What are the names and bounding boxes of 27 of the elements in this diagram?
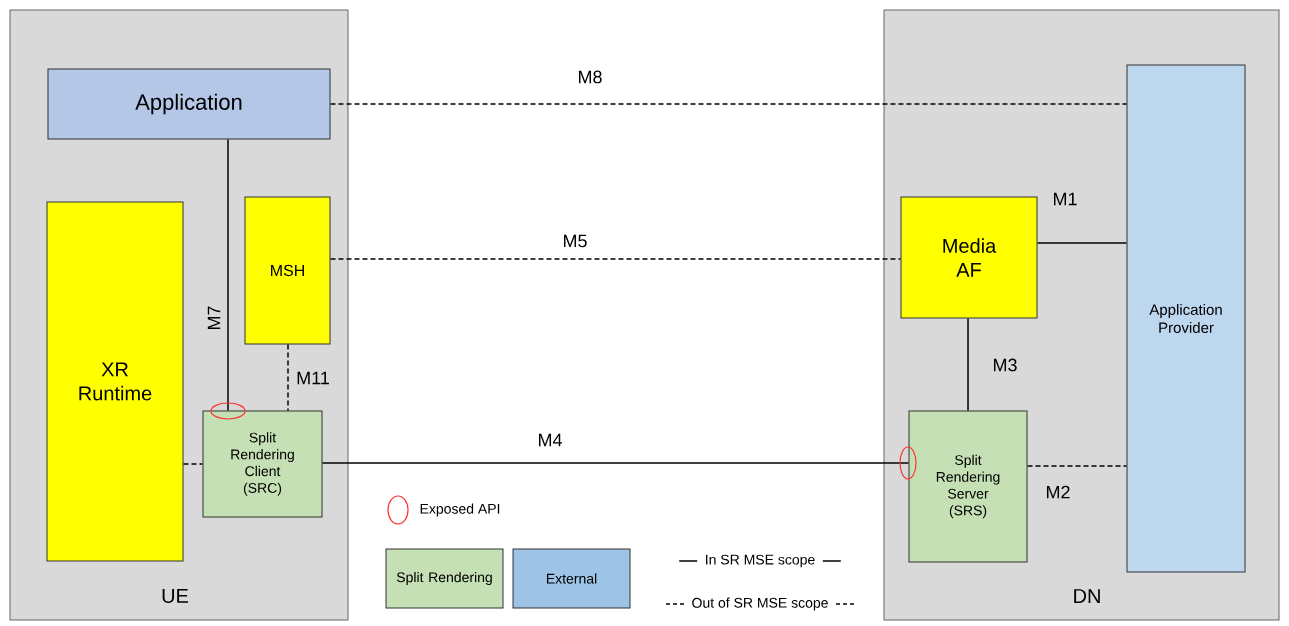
edge-label: M4 <box>539 433 562 447</box>
connector <box>321 462 910 464</box>
legend-label: Out of SR MSE scope <box>692 597 828 611</box>
connector <box>1036 242 1128 244</box>
process-box: XR Runtime <box>46 201 184 562</box>
connector <box>1026 465 1128 467</box>
process-box: Split Rendering Client (SRC) <box>202 410 323 518</box>
connector <box>329 103 1128 105</box>
process-box: Split Rendering Server (SRS) <box>908 410 1028 563</box>
process-box: Application <box>47 68 331 140</box>
edge-label: M3 <box>994 358 1017 372</box>
edge-label: M2 <box>1047 485 1070 499</box>
edge-label: M5 <box>564 234 587 248</box>
edge-label: M1 <box>1054 192 1077 206</box>
edge-label: M8 <box>579 70 602 84</box>
connector <box>967 317 969 412</box>
connector <box>227 138 229 412</box>
edge-label: M7 <box>207 306 221 329</box>
legend-label: In SR MSE scope <box>706 554 815 568</box>
legend-label: Exposed API <box>420 503 500 517</box>
process-box: Media AF <box>900 196 1038 319</box>
connector <box>329 258 902 260</box>
edge-label: M11 <box>297 371 329 385</box>
connector <box>182 463 204 465</box>
process-box: MSH <box>244 196 331 345</box>
process-box: Application Provider <box>1126 64 1246 573</box>
connector <box>287 343 289 412</box>
